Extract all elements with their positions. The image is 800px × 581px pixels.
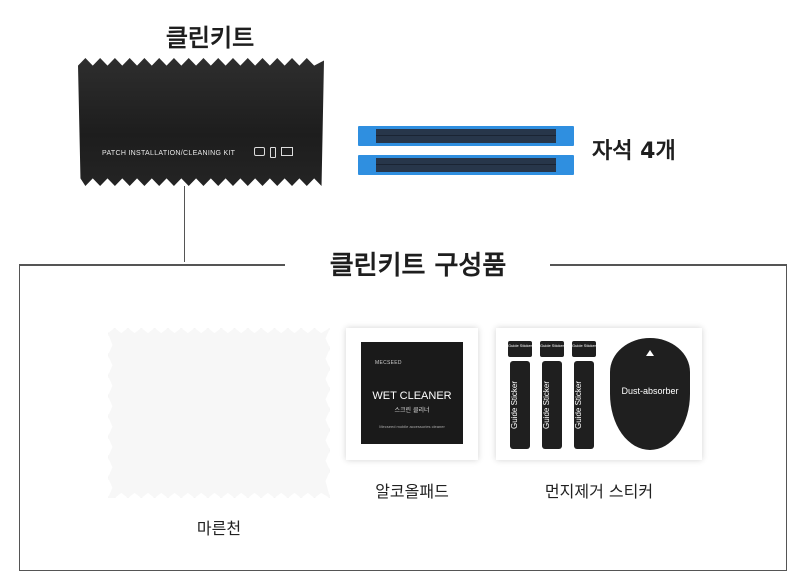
item-label-dry-cloth: 마른천 xyxy=(196,519,242,538)
item-label-dust-sticker: 먼지제거 스티커 xyxy=(544,482,654,501)
wet-title: WET CLEANER xyxy=(372,390,452,402)
arrow-up-icon xyxy=(646,350,654,356)
pouch-text: PATCH INSTALLATION/CLEANING KIT xyxy=(102,150,236,157)
wet-cleaner-pack: MECSEED WET CLEANER 스크린 클리너 Mecseed mobi… xyxy=(361,342,463,444)
wet-brand: MECSEED xyxy=(375,360,402,366)
item-label-alcohol-pad: 알코올패드 xyxy=(375,482,449,501)
magnet-strip xyxy=(358,126,574,146)
pouch-icons xyxy=(254,147,293,158)
monitor-icon xyxy=(281,147,293,156)
section-title: 클린키트 구성품 xyxy=(329,251,507,281)
alcohol-pad-image: MECSEED WET CLEANER 스크린 클리너 Mecseed mobi… xyxy=(346,328,478,460)
kit-title: 클린키트 xyxy=(165,24,255,52)
magnet-label: 자석 4개 xyxy=(592,139,676,164)
camera-icon xyxy=(254,147,265,156)
dust-absorber-sticker xyxy=(610,338,690,450)
connector-line xyxy=(184,186,185,262)
cleaning-kit-pouch: PATCH INSTALLATION/CLEANING KIT xyxy=(78,58,324,186)
components-frame xyxy=(19,264,787,571)
frame-divider xyxy=(550,264,787,266)
phone-icon xyxy=(270,147,276,158)
dust-absorber-text: Dust-absorber xyxy=(621,386,679,396)
wet-subtitle: 스크린 클리너 xyxy=(394,407,430,414)
wet-footer: Mecseed mobile accessories cleaner xyxy=(379,424,445,429)
frame-divider xyxy=(19,264,285,266)
dry-cloth-image xyxy=(108,328,330,498)
magnet-strip xyxy=(358,155,574,175)
